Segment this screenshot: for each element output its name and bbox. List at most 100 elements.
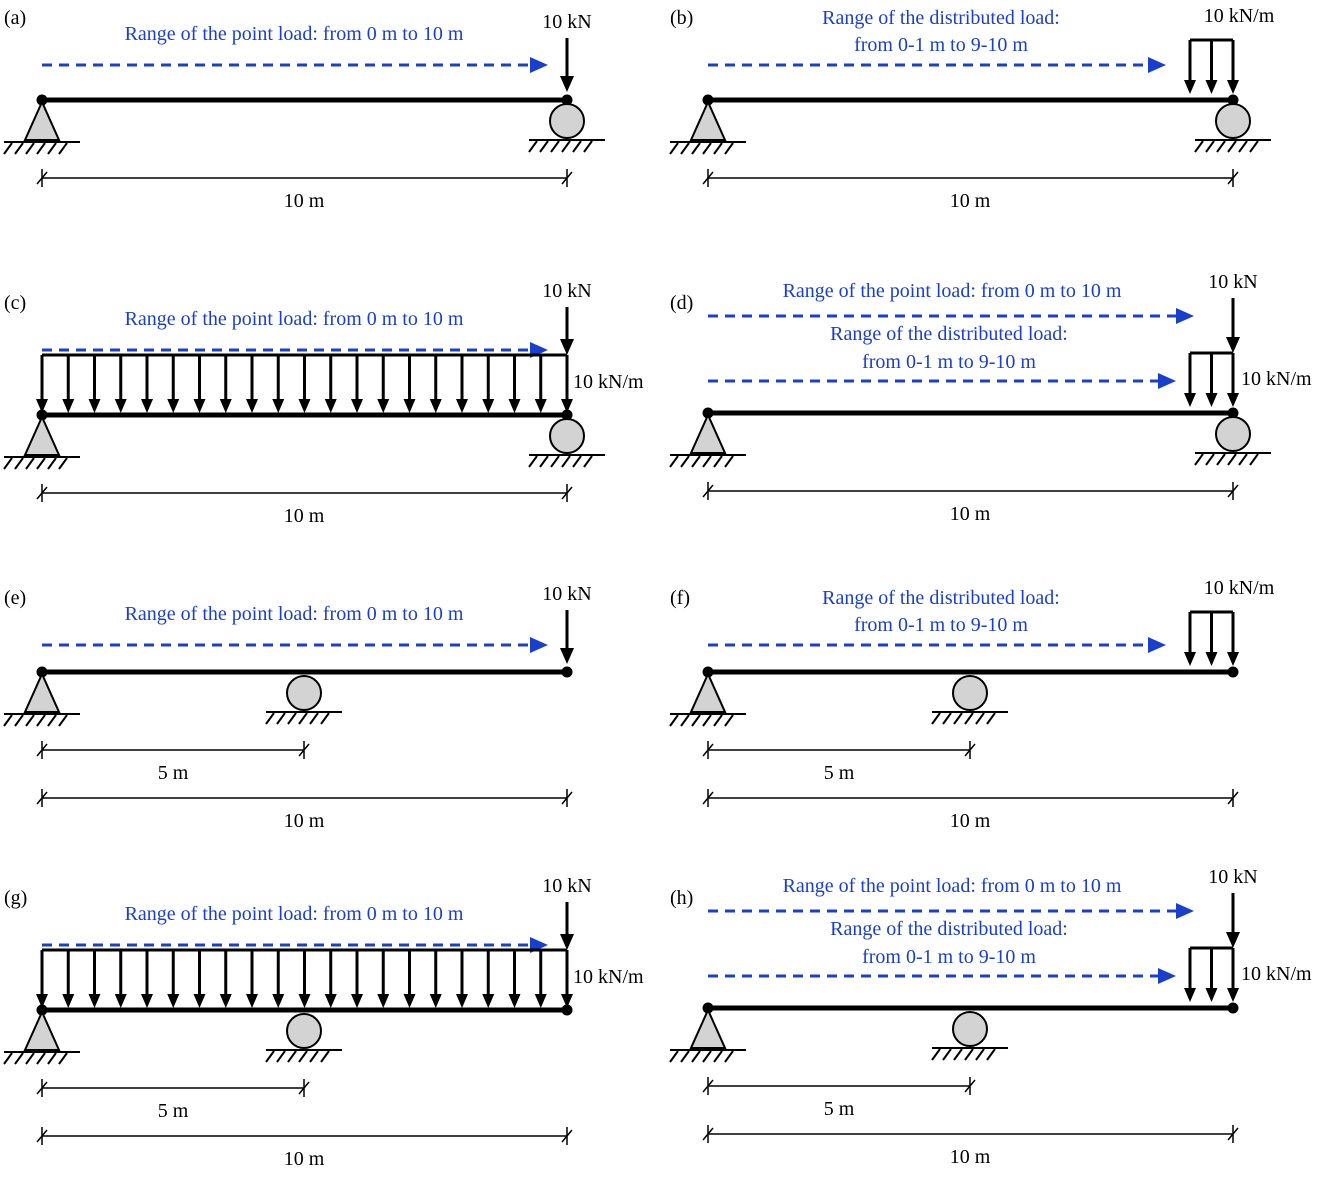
- pin-support: [689, 99, 727, 141]
- dist-segment-arrow-head: [1184, 988, 1196, 1002]
- pin-support-hatch: [691, 142, 701, 155]
- pin-support-hatch: [3, 142, 13, 155]
- mid-roller-support-hatch: [953, 712, 963, 725]
- right-node: [1227, 94, 1239, 106]
- pin-support: [689, 1007, 727, 1049]
- udl-arrow-head: [561, 994, 573, 1008]
- pin-support-hatch: [3, 1052, 13, 1065]
- dist-segment-arrow-head: [1227, 80, 1239, 94]
- udl-arrow-head: [193, 994, 206, 1008]
- mid-roller-support-hatch: [276, 1050, 286, 1063]
- dim-10m-slash: [561, 1129, 573, 1143]
- mid-roller-support-hatch: [931, 1048, 941, 1061]
- dim-10m-slash: [1227, 484, 1239, 498]
- dist-range-text-2: from 0-1 m to 9-10 m: [862, 946, 1036, 968]
- pin-support-hatch: [713, 1050, 723, 1063]
- udl-arrow-head: [482, 994, 495, 1008]
- pin-support-hatch: [724, 714, 734, 727]
- right-roller-support-hatch: [1249, 140, 1259, 153]
- panel-h: (h) Range of the point load: from 0 m to …: [669, 866, 1312, 1168]
- panel-d: (d) Range of the point load: from 0 m to …: [669, 271, 1312, 525]
- pin-support-hatch: [669, 714, 679, 727]
- pin-support-hatch: [724, 455, 734, 468]
- udl-arrow-head: [167, 994, 180, 1008]
- udl-arrow-head: [561, 399, 573, 413]
- right-roller-support-hatch: [1238, 453, 1248, 466]
- dim-5m-slash: [36, 743, 48, 757]
- mid-roller-support-hatch: [265, 712, 275, 725]
- dim-5m-slash: [964, 1079, 976, 1093]
- udl-arrow-head: [482, 399, 495, 413]
- point-range-text: Range of the point load: from 0 m to 10 …: [783, 280, 1122, 302]
- udl-arrow-head: [141, 994, 153, 1008]
- pin-support-hatch: [36, 457, 46, 470]
- dist-segment-arrow-head: [1205, 652, 1218, 666]
- right-node: [561, 94, 573, 106]
- dist-load-label: 10 kN/m: [1204, 5, 1275, 27]
- point-range-arrow-head: [1176, 308, 1194, 324]
- udl-arrow-head: [246, 399, 258, 413]
- panel-label: (g): [4, 887, 27, 909]
- pin-support-hatch: [14, 457, 24, 470]
- mid-roller-support-hatch: [309, 1050, 319, 1063]
- udl-arrow-head: [62, 994, 75, 1008]
- pin-support-hatch: [702, 142, 712, 155]
- point-load-label: 10 kN: [1208, 866, 1257, 888]
- right-roller-support-hatch: [539, 140, 549, 153]
- dim-10m-slash: [36, 486, 48, 500]
- dist-segment-arrow-head: [1227, 652, 1239, 666]
- point-range-arrow-head: [1176, 903, 1194, 919]
- right-roller-support-hatch: [583, 455, 593, 468]
- panel-label: (b): [670, 7, 693, 29]
- udl-arrow-head: [298, 994, 311, 1008]
- point-load-arrow-head: [560, 76, 574, 92]
- pin-support-hatch: [669, 142, 679, 155]
- dist-segment-arrow-head: [1184, 80, 1196, 94]
- pin-support-hatch: [47, 457, 57, 470]
- panel-label: (d): [670, 292, 693, 314]
- mid-roller-support-hatch: [298, 1050, 308, 1063]
- udl-arrow-head: [272, 399, 285, 413]
- dim-10m-slash: [1227, 791, 1239, 805]
- right-roller-support-hatch: [561, 455, 571, 468]
- point-range-text: Range of the point load: from 0 m to 10 …: [125, 23, 464, 45]
- mid-roller-support-hatch: [298, 712, 308, 725]
- dim-10m-slash: [561, 791, 573, 805]
- right-node: [561, 1004, 573, 1016]
- right-node: [561, 409, 573, 421]
- point-range-arrow-head: [530, 57, 548, 73]
- panel-label: (e): [4, 587, 26, 609]
- dim-10m-label: 10 m: [284, 505, 325, 527]
- right-roller-support-hatch: [572, 455, 582, 468]
- dist-range-text-2: from 0-1 m to 9-10 m: [854, 614, 1028, 636]
- point-range-text: Range of the point load: from 0 m to 10 …: [783, 875, 1122, 897]
- pin-support: [23, 99, 61, 141]
- mid-roller-support: [286, 675, 322, 711]
- right-node: [561, 666, 573, 678]
- panel-label: (c): [4, 292, 26, 314]
- dim-5m-slash: [702, 743, 714, 757]
- right-roller-support-hatch: [550, 140, 560, 153]
- dim-5m-label: 5 m: [824, 762, 855, 784]
- dist-segment-arrow-head: [1227, 393, 1239, 407]
- point-load-label: 10 kN: [542, 875, 591, 897]
- dist-segment-arrow-head: [1205, 80, 1218, 94]
- dim-10m-label: 10 m: [950, 810, 991, 832]
- mid-roller-support: [286, 1013, 322, 1049]
- mid-roller-support-hatch: [964, 712, 974, 725]
- pin-support-hatch: [680, 455, 690, 468]
- dist-range-arrow-head: [1148, 637, 1166, 653]
- pin-support-hatch: [669, 455, 679, 468]
- pin-support-hatch: [3, 457, 13, 470]
- udl-arrow-head: [534, 994, 547, 1008]
- dim-10m-label: 10 m: [950, 1146, 991, 1168]
- panel-label: (h): [670, 887, 693, 909]
- pin-support-hatch: [702, 455, 712, 468]
- dist-range-text-1: Range of the distributed load:: [830, 918, 1068, 940]
- pin-support-hatch: [36, 1052, 46, 1065]
- dim-10m-label: 10 m: [284, 1148, 325, 1170]
- panel-a: (a)Range of the point load: from 0 m to …: [3, 7, 605, 212]
- mid-roller-support-hatch: [276, 712, 286, 725]
- right-roller-support-hatch: [528, 140, 538, 153]
- pin-support-hatch: [3, 714, 13, 727]
